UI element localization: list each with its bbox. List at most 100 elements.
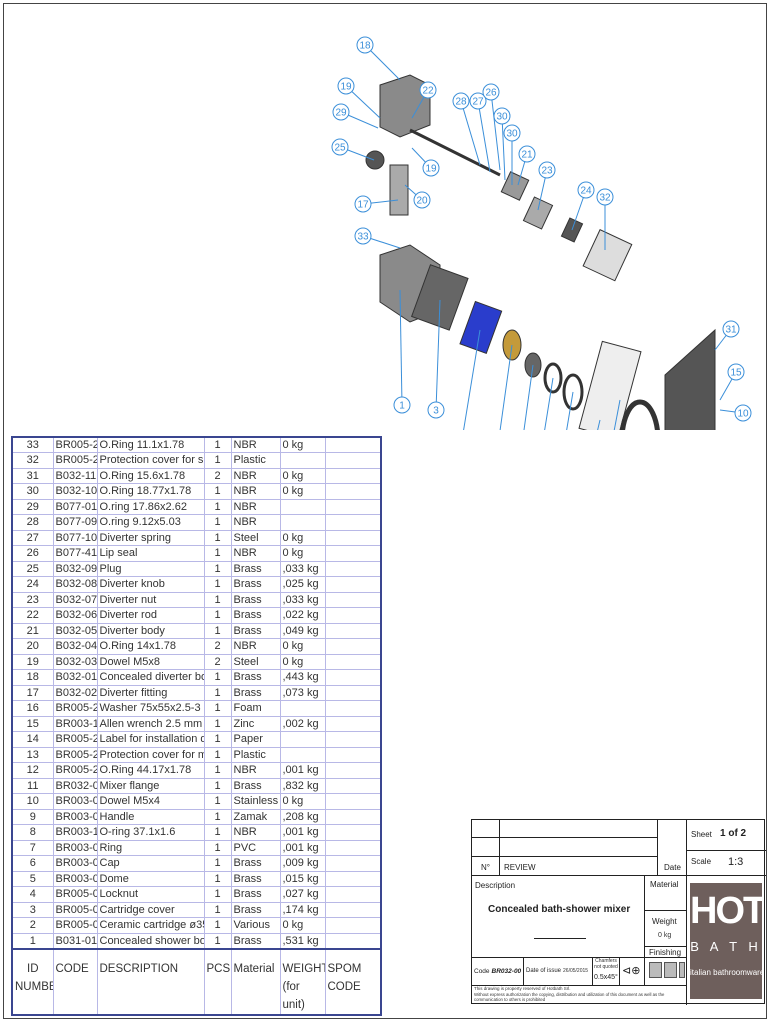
cell-desc: Dome — [97, 871, 205, 887]
weight-value: 0 kg — [658, 932, 672, 939]
cell-spom — [325, 514, 382, 531]
ring-part — [562, 373, 584, 411]
cell-id: 25 — [12, 561, 54, 577]
cell-pcs: 1 — [204, 514, 232, 531]
cell-wt: ,025 kg — [280, 576, 326, 593]
cell-mat: Brass — [231, 685, 281, 701]
cell-desc: Ring — [97, 840, 205, 856]
cell-mat: Brass — [231, 933, 281, 949]
cell-id: 32 — [12, 452, 54, 469]
cell-code: B032-09 — [53, 561, 98, 577]
logo-text: HOT — [690, 890, 762, 932]
finishing-option-3[interactable] — [679, 962, 685, 978]
cell-desc: Allen wrench 2.5 mm — [97, 716, 205, 732]
cell-id: 19 — [12, 654, 54, 670]
cell-code: BR003-09 — [53, 793, 98, 810]
cell-wt: 0 kg — [280, 638, 326, 655]
cell-pcs: 1 — [204, 700, 232, 717]
cell-code: BR005-27 — [53, 700, 98, 717]
cell-desc: Ceramic cartridge ø35 — [97, 917, 205, 934]
cell-id: 3 — [12, 902, 54, 918]
cell-id: 11 — [12, 778, 54, 794]
cell-code: BR005-24 — [53, 452, 98, 469]
callout-circle — [413, 191, 431, 209]
cell-wt: 0 kg — [280, 468, 326, 484]
callout-leader — [435, 299, 441, 411]
cell-desc: Dowel M5x8 — [97, 654, 205, 670]
cell-mat: NBR — [231, 499, 281, 515]
cell-wt: 0 kg — [280, 437, 326, 453]
cell-spom — [325, 793, 382, 810]
cell-spom — [325, 917, 382, 934]
cell-pcs: 1 — [204, 840, 232, 856]
callout-circle — [452, 92, 470, 110]
cell-code: B077-10 — [53, 530, 98, 546]
cell-code: B032-01 — [53, 669, 98, 686]
cell-desc: O.Ring 14x1.78 — [97, 638, 205, 655]
cell-pcs: 1 — [204, 576, 232, 593]
cell-mat: NBR — [231, 762, 281, 779]
cell-wt: ,015 kg — [280, 871, 326, 887]
callout-number: 24 — [580, 186, 592, 197]
notice-line-2: Without express authorization the copyin… — [474, 992, 665, 1002]
cell-pcs: 1 — [204, 824, 232, 841]
header-mat: Material — [231, 947, 281, 1015]
cell-wt: ,002 kg — [280, 716, 326, 732]
cell-code: B032-02 — [53, 685, 98, 701]
cell-id: 15 — [12, 716, 54, 732]
cell-code: B032-06 — [53, 607, 98, 624]
callout-circle — [356, 36, 374, 54]
callout-number: 28 — [455, 97, 467, 108]
cell-id: 2 — [12, 917, 54, 934]
cell-mat: Paper — [231, 731, 281, 748]
cell-mat: NBR — [231, 824, 281, 841]
cell-spom — [325, 886, 382, 903]
cell-spom — [325, 468, 382, 484]
cell-mat: Brass — [231, 778, 281, 794]
plug-25-part — [365, 150, 385, 170]
issue-value: 26/05/2015 — [563, 968, 589, 974]
cell-pcs: 1 — [204, 871, 232, 887]
callout-number: 21 — [521, 150, 533, 161]
callout-number: 19 — [425, 164, 437, 175]
cell-spom — [325, 685, 382, 701]
cell-spom — [325, 731, 382, 748]
header-desc: DESCRIPTION — [97, 947, 205, 1015]
cell-wt: 0 kg — [280, 545, 326, 562]
cartridge-cover-part — [410, 264, 469, 331]
cell-desc: Washer 75x55x2.5-3 — [97, 700, 205, 717]
cell-id: 6 — [12, 855, 54, 872]
callout-number: 27 — [472, 97, 484, 108]
callout-circle — [722, 320, 740, 338]
cell-code: BR005-04 — [53, 902, 98, 918]
cell-id: 20 — [12, 638, 54, 655]
cell-id: 14 — [12, 731, 54, 748]
cell-spom — [325, 824, 382, 841]
cell-mat: Foam — [231, 700, 281, 717]
cell-code: BR005-21 — [53, 762, 98, 779]
cell-code: BR003-10 — [53, 716, 98, 732]
scale-label: Scale — [691, 857, 712, 866]
finishing-option-2[interactable] — [664, 962, 677, 978]
cell-pcs: 1 — [204, 499, 232, 515]
cell-pcs: 1 — [204, 452, 232, 469]
callout-circle — [577, 181, 595, 199]
cell-id: 33 — [12, 437, 54, 453]
cell-code: B077-01 — [53, 499, 98, 515]
callout-circle — [482, 83, 500, 101]
cell-spom — [325, 716, 382, 732]
cell-spom — [325, 902, 382, 918]
cell-mat: NBR — [231, 514, 281, 531]
cell-desc: O.Ring 11.1x1.78 — [97, 437, 205, 453]
callout-number: 29 — [335, 108, 347, 119]
cell-code: BR032-01 — [53, 778, 98, 794]
cell-pcs: 2 — [204, 654, 232, 670]
cell-spom — [325, 638, 382, 655]
cell-wt: ,531 kg — [280, 933, 326, 949]
finishing-option-1[interactable] — [649, 962, 662, 978]
